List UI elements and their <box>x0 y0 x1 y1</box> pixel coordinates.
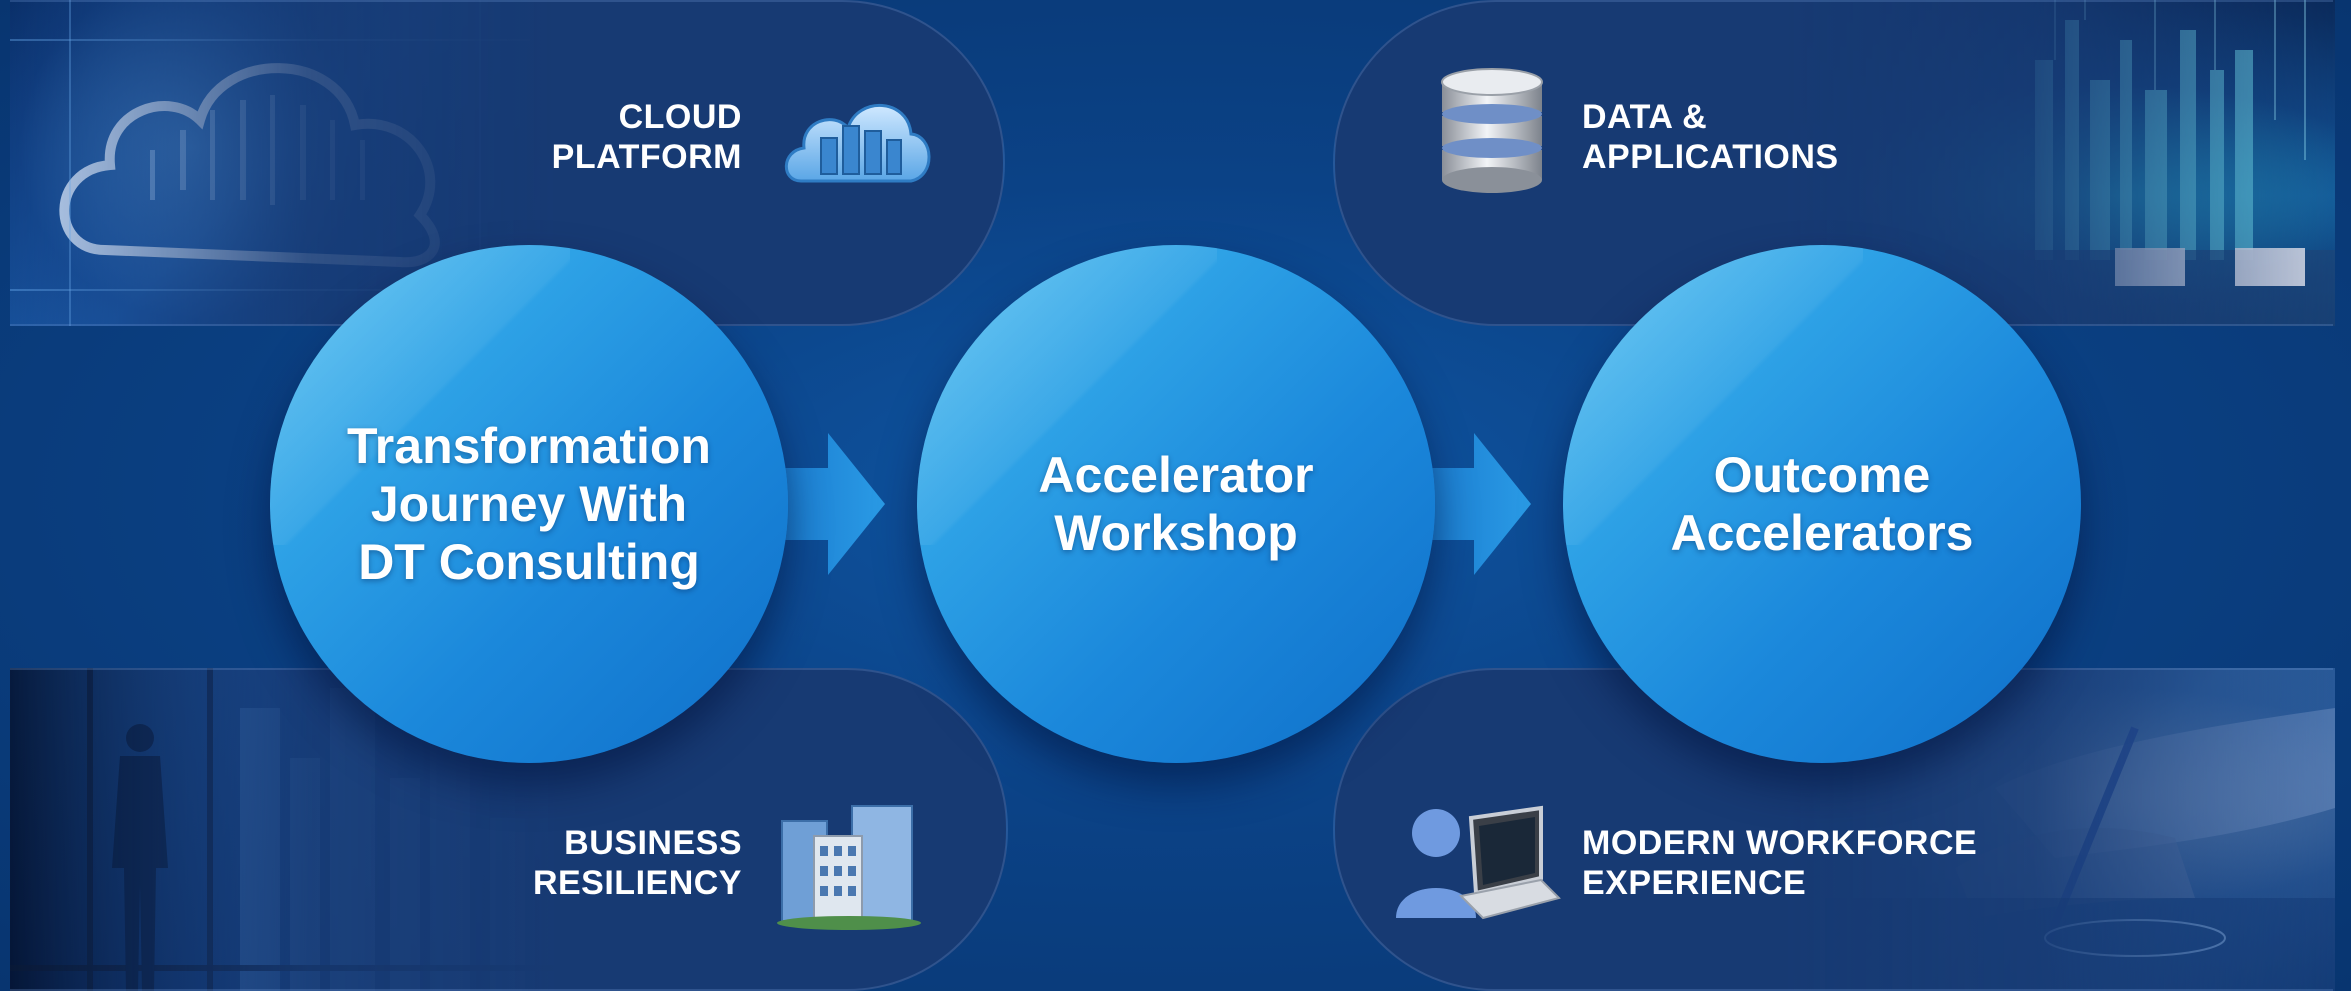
step3-line1: Outcome <box>1713 447 1931 503</box>
step1-line3: DT Consulting <box>358 534 700 590</box>
step-accelerator-workshop: Accelerator Workshop <box>917 245 1435 763</box>
modern-workforce-line2: EXPERIENCE <box>1582 864 1807 902</box>
cloud-platform-line2: PLATFORM <box>551 138 742 176</box>
step2-line2: Workshop <box>1054 505 1298 561</box>
modern-workforce-line1: MODERN WORKFORCE <box>1582 824 1978 862</box>
step3-text: Outcome Accelerators <box>1671 446 1974 562</box>
cloud-server-icon <box>776 76 936 201</box>
business-resiliency-line1: BUSINESS <box>564 824 742 862</box>
user-laptop-icon <box>1391 798 1561 933</box>
business-resiliency-label: BUSINESS RESILIENCY <box>533 823 742 903</box>
step-transformation-journey: Transformation Journey With DT Consultin… <box>270 245 788 763</box>
modern-workforce-label: MODERN WORKFORCE EXPERIENCE <box>1582 823 1977 903</box>
step-outcome-accelerators: Outcome Accelerators <box>1563 245 2081 763</box>
step2-text: Accelerator Workshop <box>1038 446 1313 562</box>
office-buildings-icon <box>774 801 924 936</box>
data-applications-line1: DATA & <box>1582 98 1708 136</box>
data-applications-label: DATA & APPLICATIONS <box>1582 97 1839 177</box>
business-resiliency-line2: RESILIENCY <box>532 864 742 902</box>
step1-text: Transformation Journey With DT Consultin… <box>347 417 711 591</box>
cloud-platform-line1: CLOUD <box>618 98 742 136</box>
cloud-platform-label: CLOUD PLATFORM <box>552 97 742 177</box>
step3-line2: Accelerators <box>1670 505 1974 561</box>
arrow-step1-to-step2 <box>780 433 885 580</box>
data-applications-line2: APPLICATIONS <box>1582 138 1839 176</box>
database-icon <box>1437 64 1547 209</box>
step2-line1: Accelerator <box>1038 447 1314 503</box>
arrow-step2-to-step3 <box>1426 433 1531 580</box>
step1-line2: Journey With <box>370 476 688 532</box>
step1-line1: Transformation <box>347 418 711 474</box>
